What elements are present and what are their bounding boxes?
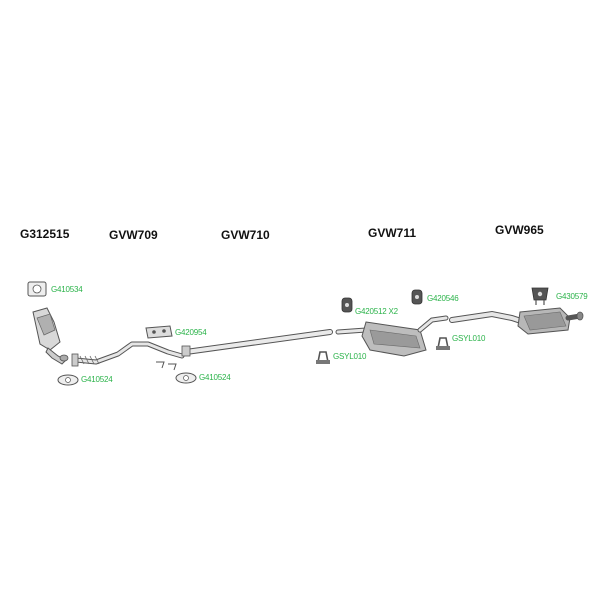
catalytic-converter-drawing — [32, 307, 69, 365]
code-label-g420954: G420954 — [175, 328, 207, 337]
code-label-g420512: G420512 X2 — [355, 307, 398, 316]
code-label-gsyl010-right: GSYL010 — [452, 334, 486, 343]
code-label-g410524-left: G410524 — [81, 375, 113, 384]
part-label-gvw709: GVW709 — [109, 228, 158, 242]
clamp-gsyl010-left-drawing — [316, 351, 330, 364]
clamp-gsyl010-right-drawing — [436, 337, 450, 350]
gasket-g410534-drawing — [27, 281, 47, 297]
gasket-g410524-right-drawing — [175, 372, 197, 384]
code-label-gsyl010-left: GSYL010 — [333, 352, 367, 361]
part-label-gvw965: GVW965 — [495, 223, 544, 237]
code-label-g430579: G430579 — [556, 292, 588, 301]
rubber-mount-g420512-drawing — [341, 297, 353, 313]
part-label-gvw710: GVW710 — [221, 228, 270, 242]
rubber-hanger-g430579-drawing — [531, 287, 549, 305]
gasket-g410524-left-drawing — [57, 374, 79, 386]
intermediate-pipe-drawing — [181, 329, 333, 357]
code-label-g420546: G420546 — [427, 294, 459, 303]
part-label-g312515: G312515 — [20, 227, 70, 241]
code-label-g410534: G410534 — [51, 285, 83, 294]
bracket-g420954-drawing — [145, 325, 173, 339]
centre-silencer-drawing — [335, 315, 449, 357]
rear-silencer-drawing — [449, 307, 584, 335]
front-pipe-drawing — [71, 341, 185, 371]
part-label-gvw711: GVW711 — [368, 226, 417, 240]
rubber-mount-g420546-drawing — [411, 289, 423, 305]
code-label-g410524-right: G410524 — [199, 373, 231, 382]
